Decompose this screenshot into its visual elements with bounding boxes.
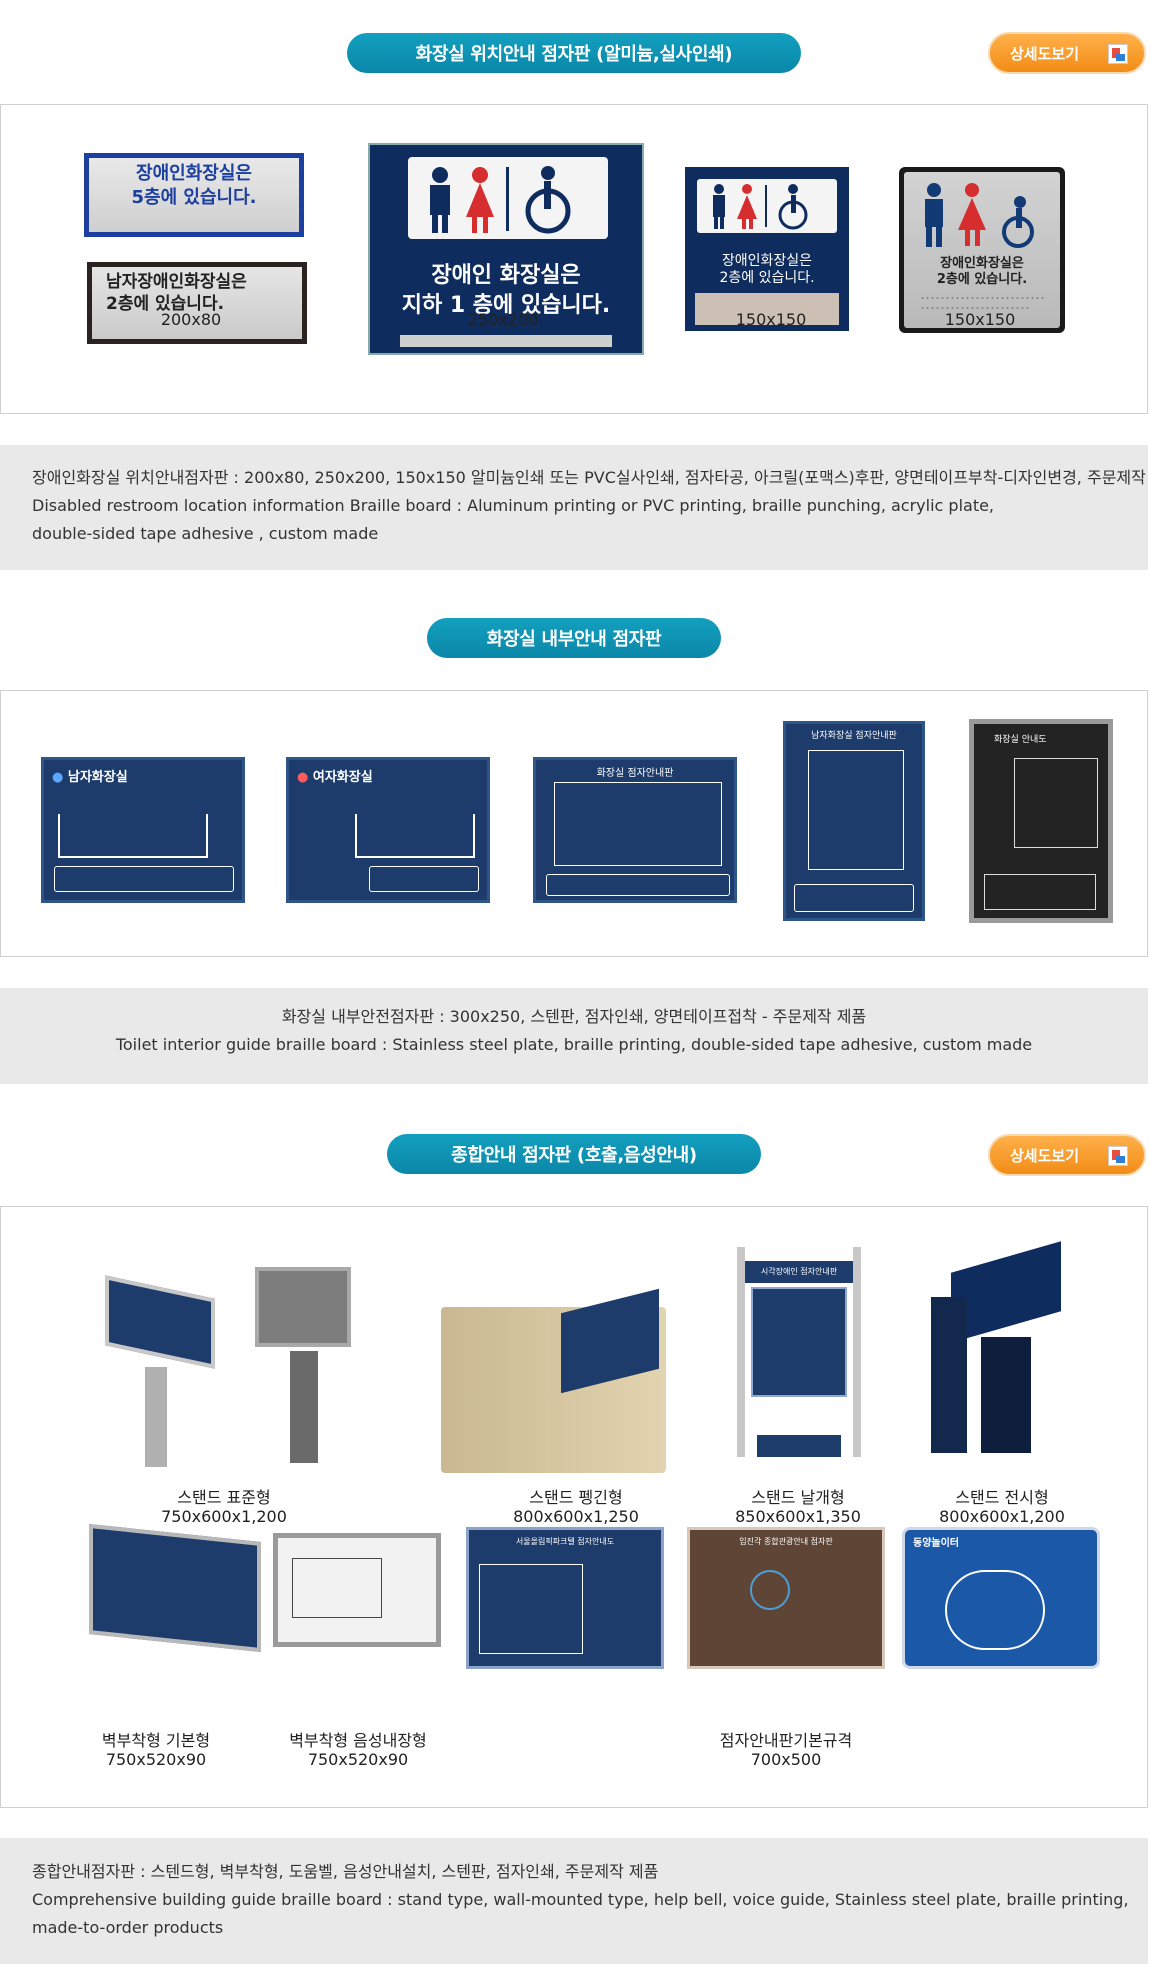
desc-line: double-sided tape adhesive , custom made <box>32 524 379 543</box>
desc-line: 종합안내점자판 : 스텐드형, 벽부착형, 도움벨, 음성안내설치, 스텐판, … <box>32 1862 659 1881</box>
section1-title: 화장실 위치안내 점자판 (알미늄,실사인쇄) <box>347 33 801 73</box>
detail-view-button-2[interactable]: 상세도보기 <box>988 1134 1146 1176</box>
desc-line: 화장실 내부안전점자판 : 300x250, 스텐판, 점자인쇄, 양면테이프접… <box>281 1007 867 1026</box>
detail-button-label: 상세도보기 <box>1010 44 1080 63</box>
wall-voice-image <box>273 1533 441 1647</box>
sign-150-silver: 장애인화장실은 2층에 있습니다. <box>899 167 1065 333</box>
document-icon <box>1108 44 1128 64</box>
board-title: 화장실 안내도 <box>994 735 1047 745</box>
document-icon <box>1108 1146 1128 1166</box>
restroom-pictogram-icon <box>430 166 571 234</box>
map-imjingak-image: 임진각 종합관광안내 점자판 <box>687 1527 885 1669</box>
board-title: 남자화장실 <box>67 770 128 785</box>
person-icon: ● <box>297 770 309 785</box>
size-caption: 150x150 <box>735 310 807 329</box>
wall-caption: 점자안내판기본규격 700x500 <box>691 1731 881 1769</box>
stand-penguin-image <box>441 1277 666 1473</box>
sign-150-navy: 장애인화장실은 2층에 있습니다. <box>685 167 849 331</box>
sign-text: 5층에 있습니다. <box>131 187 257 208</box>
stand-caption: 스탠드 날개형 850x600x1,350 <box>683 1488 913 1526</box>
stand-name: 스탠드 펭긴형 <box>529 1488 623 1507</box>
stand-size: 800x600x1,250 <box>513 1507 639 1526</box>
section1-description: 장애인화장실 위치안내점자판 : 200x80, 250x200, 150x15… <box>0 445 1148 570</box>
desc-line: Disabled restroom location information B… <box>32 496 995 515</box>
sign-2nd-floor-men: 남자장애인화장실은 2층에 있습니다. <box>87 262 307 344</box>
sign-text: 장애인화장실은 <box>136 163 252 184</box>
board-mens-restroom: ● 남자화장실 <box>41 757 245 903</box>
section3-panel: 시각장애인 점자안내판 스탠드 표준형 750x600x1,200 스탠드 펭긴… <box>0 1206 1148 1808</box>
wall-size: 700x500 <box>750 1750 822 1769</box>
section2-description: 화장실 내부안전점자판 : 300x250, 스텐판, 점자인쇄, 양면테이프접… <box>0 988 1148 1084</box>
board-mens-braille: 남자화장실 점자안내판 <box>783 721 925 921</box>
section3-description: 종합안내점자판 : 스텐드형, 벽부착형, 도움벨, 음성안내설치, 스텐판, … <box>0 1838 1148 1964</box>
stand-name: 스탠드 전시형 <box>955 1488 1049 1507</box>
desc-line: Comprehensive building guide braille boa… <box>32 1890 1129 1909</box>
sign-text: 장애인 화장실은 <box>431 263 581 288</box>
detail-button-label: 상세도보기 <box>1010 1146 1080 1165</box>
sign-text: 장애인화장실은 <box>721 253 813 269</box>
wall-basic-image <box>89 1523 261 1653</box>
board-title: 여자화장실 <box>312 770 373 785</box>
wall-name: 점자안내판기본규격 <box>719 1731 853 1750</box>
size-caption: 150x150 <box>944 310 1016 329</box>
wall-size: 750x520x90 <box>105 1750 207 1769</box>
stand-name: 스탠드 날개형 <box>751 1488 845 1507</box>
stand-sign-title: 시각장애인 점자안내판 <box>745 1261 853 1283</box>
desc-line: Toilet interior guide braille board : St… <box>115 1035 1033 1054</box>
stand-exhibition-image <box>921 1241 1073 1459</box>
stand-caption: 스탠드 펭긴형 800x600x1,250 <box>461 1488 691 1526</box>
map-playground-image: 동양놀이터 <box>902 1527 1100 1669</box>
stand-size: 800x600x1,200 <box>939 1507 1065 1526</box>
sign-text: 2층에 있습니다. <box>106 294 225 314</box>
wall-caption: 벽부착형 기본형 750x520x90 <box>61 1731 251 1769</box>
wall-name: 벽부착형 기본형 <box>101 1731 211 1750</box>
restroom-pictogram-icon <box>713 184 808 230</box>
stand-wing-image: 시각장애인 점자안내판 <box>737 1247 861 1469</box>
board-title: 남자화장실 점자안내판 <box>811 731 897 741</box>
size-caption: 200x80 <box>160 310 222 329</box>
size-caption: 250x200 <box>467 310 539 329</box>
sign-5th-floor: 장애인화장실은 5층에 있습니다. <box>84 153 304 237</box>
stand-caption: 스탠드 표준형 750x600x1,200 <box>109 1488 339 1526</box>
desc-line: made-to-order products <box>32 1918 224 1937</box>
stand-name: 스탠드 표준형 <box>177 1488 271 1507</box>
section2-title: 화장실 내부안내 점자판 <box>427 618 721 658</box>
section1-panel: 장애인화장실은 5층에 있습니다. 남자장애인화장실은 2층에 있습니다. 장애… <box>0 104 1148 414</box>
board-womens-restroom: ● 여자화장실 <box>286 757 490 903</box>
desc-line: 장애인화장실 위치안내점자판 : 200x80, 250x200, 150x15… <box>32 468 1146 487</box>
sign-text: 지하 1 층에 있습니다. <box>401 293 611 318</box>
stand-standard-image <box>65 1247 355 1477</box>
sign-text: 2층에 있습니다. <box>936 272 1028 287</box>
person-icon: ● <box>52 770 64 785</box>
map-olympic-image: 서울올림픽파크텔 점자안내도 <box>466 1527 664 1669</box>
sign-text: 2층에 있습니다. <box>719 270 815 286</box>
board-title: 화장실 점자안내판 <box>596 768 674 779</box>
sign-text: 남자장애인화장실은 <box>106 272 247 292</box>
wall-caption: 벽부착형 음성내장형 750x520x90 <box>263 1731 453 1769</box>
map-title: 임진각 종합관광안내 점자판 <box>739 1537 833 1546</box>
board-restroom-guide: 화장실 안내도 <box>969 719 1113 923</box>
board-restroom-braille: 화장실 점자안내판 <box>533 757 737 903</box>
sign-text: 장애인화장실은 <box>940 256 1024 271</box>
restroom-pictogram-icon <box>925 183 1034 248</box>
detail-view-button-1[interactable]: 상세도보기 <box>988 32 1146 74</box>
map-title: 동양놀이터 <box>913 1538 959 1549</box>
wall-size: 750x520x90 <box>307 1750 409 1769</box>
stand-caption: 스탠드 전시형 800x600x1,200 <box>887 1488 1117 1526</box>
sign-basement: 장애인 화장실은 지하 1 층에 있습니다. <box>368 143 644 355</box>
section3-title: 종합안내 점자판 (호출,음성안내) <box>387 1134 761 1174</box>
map-title: 서울올림픽파크텔 점자안내도 <box>515 1537 615 1546</box>
stand-size: 750x600x1,200 <box>161 1507 287 1526</box>
section2-panel: ● 남자화장실 ● 여자화장실 화장실 점자안내판 남자화장실 점자안내판 화장… <box>0 690 1148 957</box>
wall-name: 벽부착형 음성내장형 <box>289 1731 427 1750</box>
stand-size: 850x600x1,350 <box>735 1507 861 1526</box>
